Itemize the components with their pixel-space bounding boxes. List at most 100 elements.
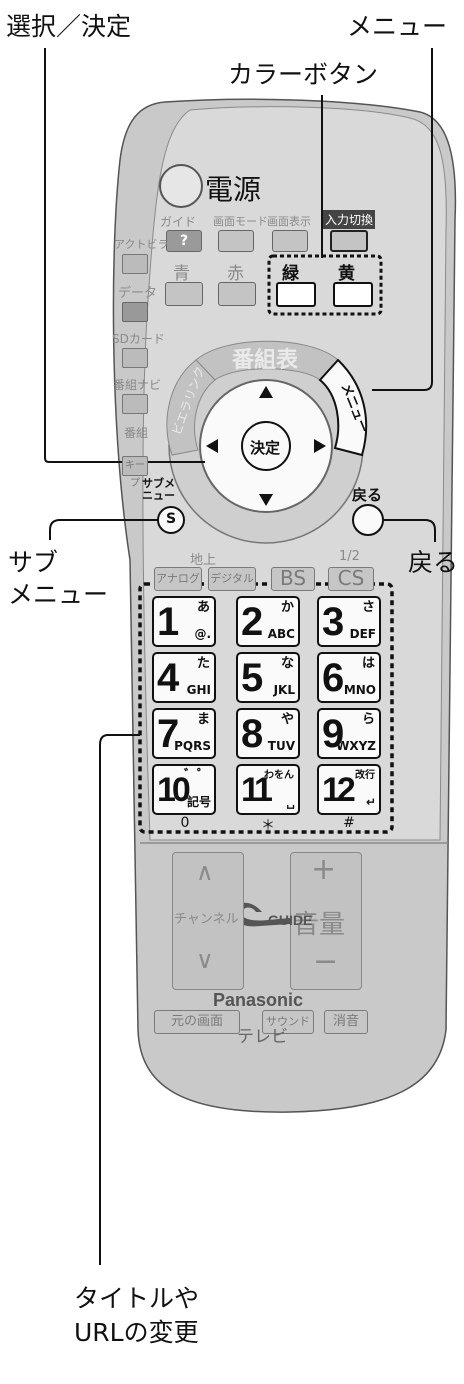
yellow-button[interactable]	[333, 282, 373, 307]
key-5[interactable]: 5 な JKL	[236, 652, 300, 703]
key-10-kana: ゛゜	[183, 768, 210, 783]
data-button[interactable]	[122, 302, 148, 322]
digital-button[interactable]: デジタル	[208, 567, 256, 591]
key-1-kana: あ	[196, 600, 210, 615]
key-5-kana: な	[280, 656, 294, 671]
key-9-kana: ら	[361, 712, 375, 727]
half-label: 1/2	[339, 549, 360, 564]
enter-label: 決定	[250, 439, 281, 457]
key-4-kana: た	[196, 656, 210, 671]
key-3-num: 3	[322, 600, 344, 644]
key-7-sub: PQRS	[174, 739, 211, 753]
submenu-label: サブメニュー	[142, 477, 175, 502]
key-0-hint: 0	[180, 815, 190, 831]
blue-label: 青	[173, 264, 190, 284]
return-screen-button[interactable]: 元の画面	[154, 1010, 240, 1034]
callout-select-decide: 選択／決定	[6, 12, 132, 41]
key-9-sub: WXYZ	[336, 739, 376, 753]
key-10-num: 10	[157, 771, 191, 809]
blue-button[interactable]	[165, 282, 203, 306]
key-4[interactable]: 4 た GHI	[152, 652, 216, 703]
key-11-kana: わをん	[264, 770, 294, 781]
sd-card-label: SDカード	[112, 332, 165, 346]
key-3-sub: DEF	[349, 627, 376, 641]
key-5-sub: JKL	[273, 683, 295, 697]
guide-logo-text: GUIDE	[268, 912, 313, 928]
key-6-sub: MNO	[343, 683, 376, 697]
key-12-num: 12	[322, 771, 356, 809]
mute-button[interactable]: 消音	[324, 1010, 368, 1034]
key-7-kana: ま	[196, 712, 210, 727]
screen-display-button[interactable]	[272, 230, 308, 252]
s-button-label: S	[165, 511, 177, 527]
key-4-sub: GHI	[186, 683, 211, 697]
key-3-kana: さ	[361, 600, 375, 615]
key-2-kana: か	[280, 600, 294, 615]
cs-button[interactable]: CS	[328, 567, 374, 591]
key-2-num: 2	[241, 600, 263, 644]
volume-label: 音量	[293, 910, 346, 940]
callout-color-buttons: カラーボタン	[228, 60, 379, 89]
input-switch-label: 入力切換	[323, 210, 376, 229]
volume-rocker[interactable]	[290, 852, 362, 990]
back-button	[352, 504, 384, 536]
left-arrow	[206, 439, 218, 453]
callout-title-url-1: タイトルや	[74, 1284, 200, 1313]
bangumi-keep-label: 番組	[124, 426, 149, 440]
key-8-num: 8	[241, 712, 263, 756]
red-button[interactable]	[218, 282, 256, 306]
actvila-label: アクトビラ	[114, 238, 169, 251]
viera-link-button	[166, 359, 216, 456]
sound-button[interactable]: サウンド	[262, 1010, 314, 1034]
bangumi-navi-label: 番組ナビ	[113, 378, 162, 392]
key-2[interactable]: 2 か ABC	[236, 596, 300, 647]
down-arrow	[259, 494, 273, 506]
power-button	[159, 164, 203, 208]
key-11-num: 11	[241, 771, 273, 809]
brand-label: Panasonic	[213, 990, 304, 1010]
bangumi-hyo-label: 番組表	[232, 348, 299, 373]
bangumi-keep-button[interactable]: キープ	[122, 456, 148, 489]
yellow-label: 黄	[338, 264, 355, 284]
right-arrow	[314, 439, 326, 453]
screen-mode-label: 画面モード	[213, 215, 268, 228]
callout-title-url-2: URLの変更	[74, 1318, 199, 1347]
sd-card-button[interactable]	[122, 348, 148, 368]
asterisk-hint: ＊	[261, 818, 275, 834]
volume-down-icon: −	[313, 944, 339, 979]
bangumi-navi-button[interactable]	[122, 394, 148, 414]
bs-button[interactable]: BS	[271, 567, 315, 591]
callout-menu: メニュー	[347, 12, 448, 41]
key-11-sub: ␣	[286, 795, 295, 809]
callout-back: 戻る	[408, 548, 459, 577]
key-4-num: 4	[157, 656, 179, 700]
channel-rocker[interactable]	[172, 852, 244, 990]
key-3[interactable]: 3 さ DEF	[317, 596, 381, 647]
input-switch-button[interactable]	[330, 230, 368, 252]
screen-mode-button[interactable]	[218, 230, 254, 252]
green-label: 緑	[282, 264, 299, 284]
key-9[interactable]: 9 ら WXYZ	[317, 708, 381, 759]
key-6-num: 6	[322, 656, 344, 700]
guide-label: ガイド	[160, 215, 197, 229]
actvila-button[interactable]	[122, 254, 148, 274]
green-button[interactable]	[276, 282, 316, 307]
channel-down-icon: ∨	[196, 946, 214, 974]
key-2-sub: ABC	[267, 627, 295, 641]
channel-label: チャンネル	[174, 912, 239, 927]
key-12-kana: 改行	[355, 770, 375, 781]
key-10[interactable]: 10゛゜記号	[152, 764, 216, 815]
guide-button[interactable]: ?	[166, 230, 202, 252]
analog-button[interactable]: アナログ	[154, 567, 202, 591]
tv-label: テレビ	[237, 1027, 288, 1047]
key-10-sub: 記号	[186, 795, 211, 809]
key-5-num: 5	[241, 656, 263, 700]
key-8-sub: TUV	[267, 739, 295, 753]
key-9-num: 9	[322, 712, 344, 756]
